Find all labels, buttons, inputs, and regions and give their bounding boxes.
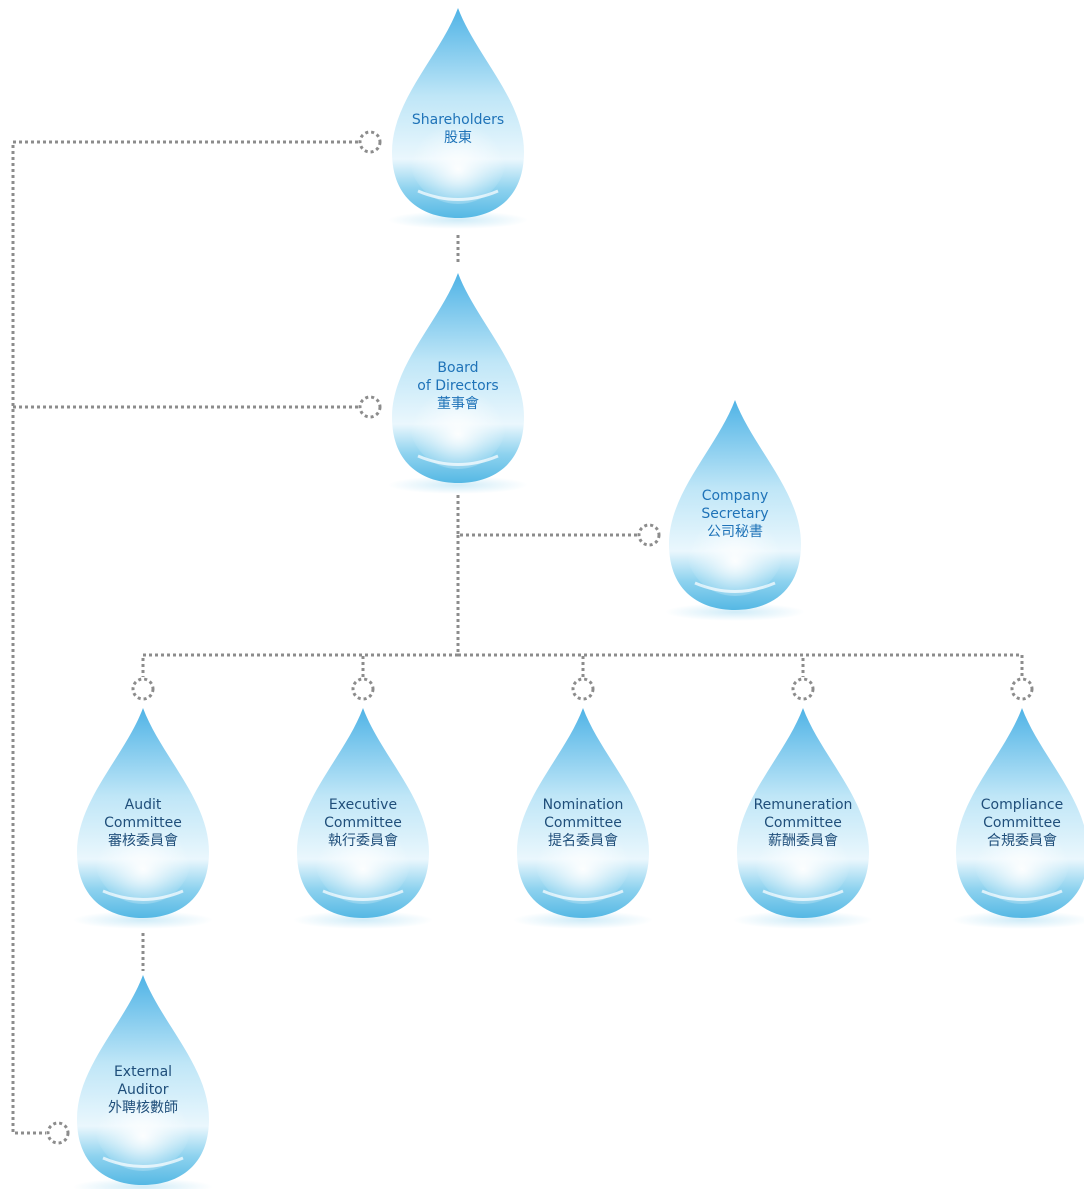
drop-highlight (95, 812, 191, 904)
connector-node-nomination (571, 677, 595, 701)
connector-shareholders-to-auditor (11, 140, 358, 1135)
drop-rim (322, 889, 404, 901)
drop-label-audit-3: 審核委員會 (108, 833, 178, 849)
connector-node-shareholders-side (358, 130, 382, 154)
drop-highlight (755, 812, 851, 904)
drop-label-board-2: of Directors (417, 378, 498, 394)
drop-label-executive-1: Executive (329, 797, 397, 813)
connector-board-to-compliance (456, 535, 1024, 677)
drop-label-shareholders-2: 股東 (444, 130, 472, 146)
drop-label-executive-3: 執行委員會 (328, 833, 398, 849)
drop-label-secretary-2: Secretary (701, 506, 768, 522)
drop-shadow (73, 911, 213, 929)
drop-shareholders: Shareholders 股東 (388, 8, 528, 229)
connector-node-board-side (358, 395, 382, 419)
connector-board-to-executive (361, 535, 460, 677)
drop-label-shareholders-1: Shareholders (412, 112, 504, 128)
drop-label-compliance-1: Compliance (981, 797, 1063, 813)
connector-node-compliance (1010, 677, 1034, 701)
drop-shadow (388, 476, 528, 494)
drop-rim (542, 889, 624, 901)
drop-label-auditor-2: Auditor (117, 1082, 168, 1098)
drop-shadow (952, 911, 1084, 929)
drop-label-audit-2: Committee (104, 815, 182, 831)
drop-rim (981, 889, 1063, 901)
drop-label-compliance-3: 合規委員會 (987, 833, 1057, 849)
drop-label-board-1: Board (437, 360, 478, 376)
drop-label-remuneration-2: Committee (764, 815, 842, 831)
connector-node-remuneration (791, 677, 815, 701)
drop-label-secretary-3: 公司秘書 (707, 524, 763, 540)
drop-label-remuneration-1: Remuneration (754, 797, 853, 813)
drop-rim (417, 454, 499, 466)
drop-label-auditor-1: External (114, 1064, 172, 1080)
drop-board: Board of Directors 董事會 (388, 273, 528, 494)
drop-shadow (665, 603, 805, 621)
drop-highlight (410, 112, 506, 204)
drop-rim (102, 889, 184, 901)
drop-rim (762, 889, 844, 901)
drop-label-nomination-3: 提名委員會 (548, 833, 618, 849)
drop-shadow (733, 911, 873, 929)
drop-shadow (293, 911, 433, 929)
drop-shadow (388, 211, 528, 229)
connector-board-to-secretary (456, 495, 637, 537)
connector-node-audit (131, 677, 155, 701)
drop-label-secretary-1: Company (702, 488, 769, 504)
connector-board-to-audit (141, 535, 460, 677)
drop-label-remuneration-3: 薪酬委員會 (768, 833, 838, 849)
connector-node-secretary (637, 523, 661, 547)
connector-node-executive (351, 677, 375, 701)
drop-highlight (687, 504, 783, 596)
drop-label-nomination-2: Committee (544, 815, 622, 831)
connector-node-auditor-side (46, 1121, 70, 1145)
drops: Shareholders 股東 Board of Directors 董事會 Compan… (73, 8, 1084, 1189)
drop-shadow (513, 911, 653, 929)
drop-highlight (95, 1079, 191, 1171)
drop-highlight (410, 377, 506, 469)
drop-highlight (974, 812, 1070, 904)
drop-label-nomination-1: Nomination (543, 797, 624, 813)
drop-highlight (315, 812, 411, 904)
drop-label-board-3: 董事會 (437, 396, 479, 412)
drop-label-audit-1: Audit (125, 797, 162, 813)
drop-label-executive-2: Committee (324, 815, 402, 831)
drop-rim (102, 1156, 184, 1168)
drop-rim (694, 581, 776, 593)
drop-highlight (535, 812, 631, 904)
drop-label-compliance-2: Committee (983, 815, 1061, 831)
drop-rim (417, 189, 499, 201)
drop-label-auditor-3: 外聘核數師 (108, 1100, 178, 1116)
connectors (11, 130, 1034, 1145)
